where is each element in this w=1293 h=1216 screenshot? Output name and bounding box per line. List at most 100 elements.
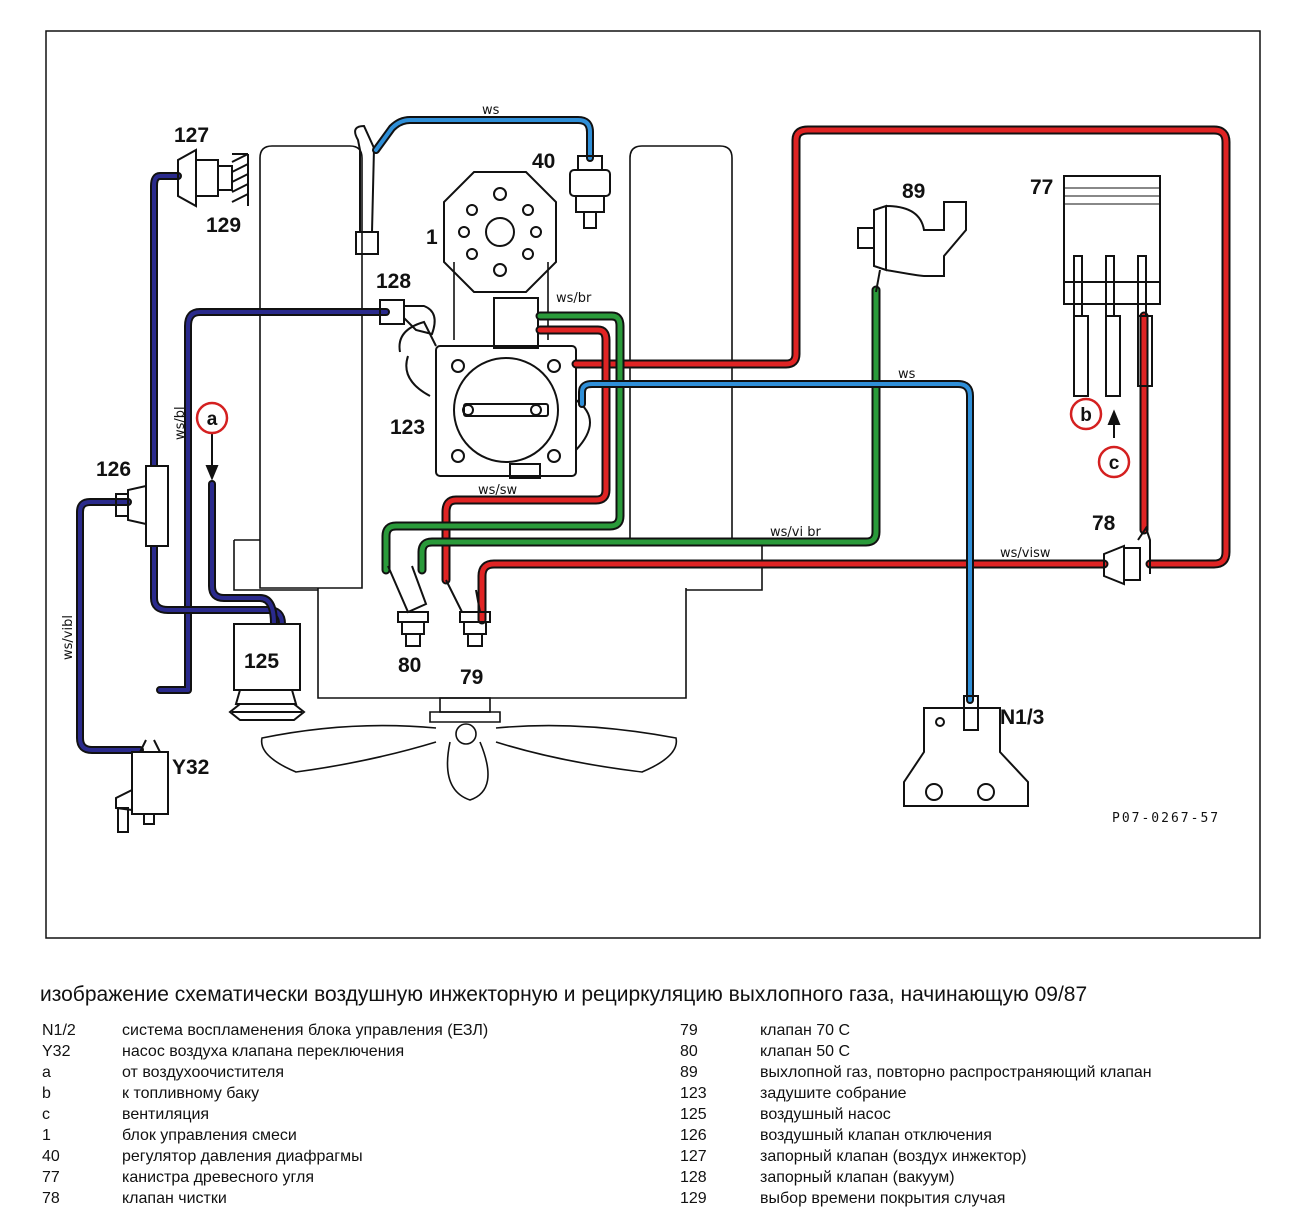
label-126: 126 (96, 458, 131, 481)
legend-item: c вентиляция (42, 1104, 488, 1125)
legend-key: 129 (680, 1190, 707, 1207)
label-78: 78 (1092, 512, 1116, 535)
legend-item: 1 блок управления смеси (42, 1125, 488, 1146)
wire-label-ws-br: ws/br (556, 291, 592, 306)
diagram-frame (45, 30, 1261, 939)
ignition-control-unit (903, 695, 1029, 807)
air-pump-125 (228, 623, 306, 721)
legend-text: задушите собрание (760, 1085, 907, 1102)
legend-item: 129 выбор времени покрытия случая (680, 1188, 1152, 1209)
label-125: 125 (244, 650, 279, 673)
drawing-code: P07-0267-57 (1112, 811, 1220, 826)
purge-valve-78 (1103, 525, 1151, 586)
marker-c: c (1097, 445, 1131, 479)
air-inlet-arrow (205, 434, 219, 481)
wire-label-ws-mid: ws (898, 367, 916, 382)
check-valve-128 (379, 299, 436, 336)
hose-hook (354, 124, 379, 255)
marker-b-text: b (1080, 405, 1092, 426)
legend-item: 127 запорный клапан (воздух инжектор) (680, 1146, 1152, 1167)
legend-item: 40 регулятор давления диафрагмы (42, 1146, 488, 1167)
valve-79 (445, 579, 491, 647)
legend-key: a (42, 1064, 51, 1081)
legend-text: клапан 70 С (760, 1022, 851, 1039)
legend-key: N1/2 (42, 1022, 76, 1039)
legend-key: 127 (680, 1148, 707, 1165)
legend-text: клапан чистки (122, 1190, 227, 1207)
legend-item: 80 клапан 50 С (680, 1041, 1152, 1062)
legend-text: система воспламенения блока управления (… (122, 1022, 489, 1039)
label-128: 128 (376, 270, 411, 293)
legend-item: Y32 насос воздуха клапана переключения (42, 1041, 488, 1062)
fan (260, 697, 678, 801)
pressure-regulator-40 (569, 155, 611, 229)
legend-key: 80 (680, 1043, 698, 1060)
label-79: 79 (460, 666, 483, 689)
legend-text: выбор времени покрытия случая (760, 1190, 1006, 1207)
legend-key: 78 (42, 1190, 60, 1207)
wire-label-ws-sw: ws/sw (478, 483, 518, 498)
label-40: 40 (532, 150, 555, 173)
legend-text: выхлопной газ, повторно распространяющий… (760, 1064, 1152, 1081)
legend-item: 78 клапан чистки (42, 1188, 488, 1209)
label-127: 127 (174, 124, 209, 147)
legend-text: вентиляция (122, 1106, 210, 1123)
marker-c-text: c (1109, 453, 1120, 474)
switchover-valve-y32 (115, 739, 169, 833)
throttle-body (398, 320, 591, 479)
marker-b: b (1069, 397, 1103, 431)
mixture-control-unit (443, 171, 557, 349)
legend-item: 89 выхлопной газ, повторно распространяющ… (680, 1062, 1152, 1083)
legend-key: Y32 (42, 1043, 71, 1060)
marker-a-text: a (207, 409, 218, 430)
legend-item: N1/2 система воспламенения блока управлен… (42, 1020, 488, 1041)
legend-item: 128 запорный клапан (вакуум) (680, 1167, 1152, 1188)
legend-key: 126 (680, 1127, 707, 1144)
vent-arrow (1107, 409, 1121, 438)
legend-key: 77 (42, 1169, 60, 1186)
schematic-diagram: 127 129 40 1 128 89 77 123 126 125 80 79… (45, 30, 1261, 939)
engine-outline (233, 145, 763, 699)
vacuum-hoses (76, 116, 1231, 754)
legend-text: запорный клапан (вакуум) (760, 1169, 955, 1186)
legend-text: запорный клапан (воздух инжектор) (760, 1148, 1027, 1165)
legend-key: 128 (680, 1169, 707, 1186)
legend-key: b (42, 1085, 51, 1102)
wire-label-ws-vi-sw: ws/visw (1000, 546, 1051, 561)
legend-text: насос воздуха клапана переключения (122, 1043, 405, 1060)
label-77: 77 (1030, 176, 1053, 199)
label-y32: Y32 (172, 756, 209, 779)
label-1: 1 (426, 226, 438, 249)
legend-key: 123 (680, 1085, 707, 1102)
legend-text: клапан 50 С (760, 1043, 851, 1060)
legend-text: от воздухоочистителя (122, 1064, 284, 1081)
label-123: 123 (390, 416, 425, 439)
label-n1-3: N1/3 (1000, 706, 1044, 729)
legend-item: a от воздухоочистителя (42, 1062, 488, 1083)
legend-text: регулятор давления диафрагмы (122, 1148, 363, 1165)
legend-text: блок управления смеси (122, 1127, 297, 1144)
wire-label-ws-vi-bl: ws/vibl (61, 615, 76, 660)
label-89: 89 (902, 180, 925, 203)
legend-key: c (42, 1106, 50, 1123)
wire-label-ws-vi-br: ws/vi br (770, 525, 821, 540)
wire-label-ws-top: ws (482, 103, 500, 118)
legend-text: воздушный насос (760, 1106, 891, 1123)
legend-key: 1 (42, 1127, 51, 1144)
legend-item: 125 воздушный насос (680, 1104, 1152, 1125)
marker-a: a (195, 401, 229, 435)
legend-key: 40 (42, 1148, 60, 1165)
figure-caption: изображение схематически воздушную инжек… (40, 983, 1088, 1006)
check-valve-127 (177, 148, 249, 208)
wire-label-ws-bl: ws/bl (173, 406, 188, 440)
air-cutoff-valve-126 (115, 465, 169, 547)
legend-key: 125 (680, 1106, 707, 1123)
label-80: 80 (398, 654, 421, 677)
egr-valve-89 (857, 201, 967, 293)
legend-key: 89 (680, 1064, 698, 1081)
